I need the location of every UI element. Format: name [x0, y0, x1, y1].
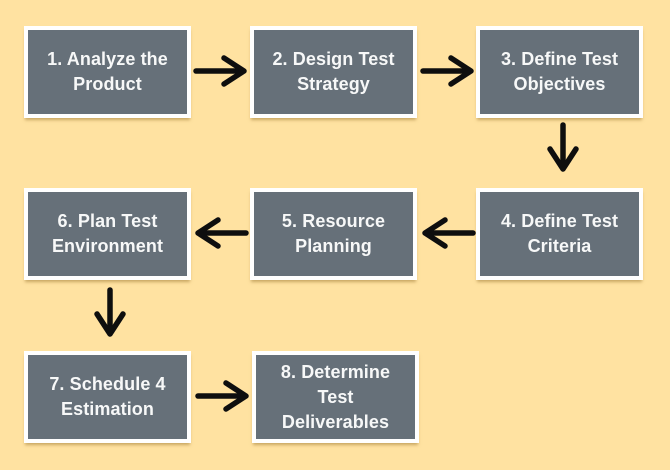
arrow-right-1-to-2-icon	[193, 55, 247, 87]
arrow-down-6-to-7-icon	[94, 287, 126, 337]
step-box-5: 5. Resource Planning	[250, 188, 417, 280]
step-box-2: 2. Design Test Strategy	[250, 26, 417, 118]
step-label: Planning	[295, 236, 372, 256]
step-label: 6. Plan Test	[57, 211, 158, 231]
step-label: Objectives	[513, 74, 606, 94]
step-box-7: 7. Schedule 4 Estimation	[24, 351, 191, 443]
step-label: 8. Determine	[280, 361, 391, 382]
step-label: Environment	[51, 236, 164, 256]
step-label: 7. Schedule 4	[49, 374, 166, 394]
step-box-1: 1. Analyze the Product	[24, 26, 191, 118]
step-label: Test	[317, 386, 354, 407]
arrow-right-2-to-3-icon	[420, 55, 474, 87]
arrow-down-3-to-4-icon	[547, 122, 579, 172]
step-box-3: 3. Define Test Objectives	[476, 26, 643, 118]
step-label: 2. Design Test	[272, 49, 395, 69]
step-label: Estimation	[60, 399, 154, 419]
step-label: Deliverables	[281, 411, 390, 432]
arrow-left-4-to-5-icon	[422, 217, 476, 249]
step-label: Criteria	[527, 236, 592, 256]
step-label: 4. Define Test	[500, 211, 619, 231]
step-label: 1. Analyze the	[47, 49, 168, 69]
step-label: Product	[73, 74, 142, 94]
step-box-6: 6. Plan Test Environment	[24, 188, 191, 280]
arrow-right-7-to-8-icon	[195, 380, 249, 412]
step-label: 5. Resource	[281, 211, 386, 231]
step-label: 3. Define Test	[500, 49, 619, 69]
step-box-4: 4. Define Test Criteria	[476, 188, 643, 280]
step-box-8: 8. Determine Test Deliverables	[252, 351, 419, 443]
arrow-left-5-to-6-icon	[195, 217, 249, 249]
step-label: Strategy	[297, 74, 370, 94]
